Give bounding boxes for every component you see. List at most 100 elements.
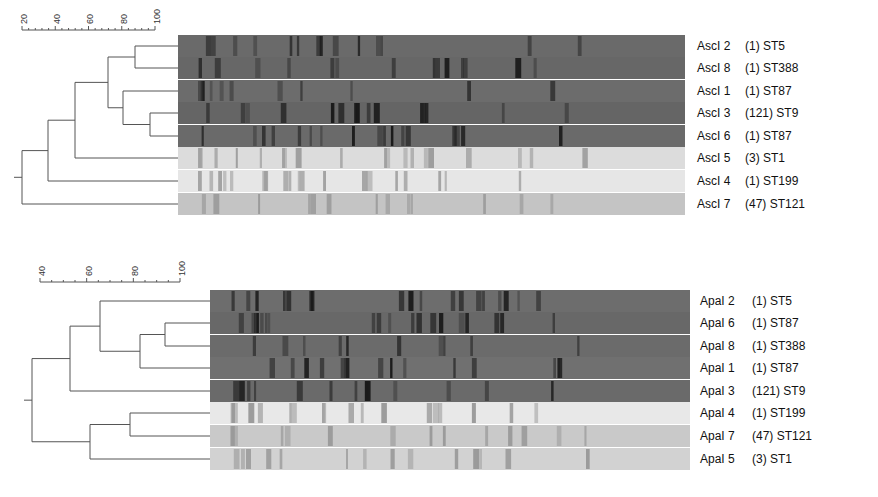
dna-band (565, 103, 569, 123)
scale-tick (110, 280, 111, 282)
dna-band (202, 194, 206, 214)
dna-band (218, 171, 222, 191)
dna-band (304, 358, 309, 378)
dna-band (404, 171, 408, 191)
dna-band (498, 291, 501, 311)
dna-band (577, 336, 579, 356)
dna-band (515, 58, 521, 78)
dna-band (395, 171, 398, 191)
dna-band (339, 336, 342, 356)
dendrogram-branch (32, 358, 70, 359)
dna-band (268, 313, 270, 333)
scale-tick (51, 280, 52, 282)
isolate-label: (121) ST9 (752, 384, 805, 398)
dna-band (247, 381, 250, 401)
dna-band (517, 291, 519, 311)
dendrogram-branch (123, 91, 178, 92)
scale-tick (61, 28, 62, 30)
dna-band (215, 148, 218, 168)
dna-band (285, 426, 291, 446)
dna-band (199, 58, 202, 78)
dna-band (310, 126, 312, 146)
dna-band (253, 336, 256, 356)
dna-band (362, 171, 368, 191)
dna-band (287, 58, 290, 78)
scale-tick (145, 280, 146, 282)
dna-band (198, 148, 202, 168)
isolate-label: (1) ST388 (752, 339, 805, 353)
dna-band (391, 126, 394, 146)
scale-label: 40 (50, 14, 64, 24)
dna-band (510, 403, 514, 423)
gel-lane (178, 57, 685, 79)
dna-band (392, 58, 396, 78)
dna-band (461, 126, 465, 146)
scale-tick (135, 28, 136, 30)
dna-band (519, 171, 521, 191)
dna-band (365, 381, 368, 401)
dna-band (202, 126, 204, 146)
dna-band (260, 313, 263, 333)
scale-tick (81, 28, 82, 30)
dna-band (406, 126, 411, 146)
dna-band (327, 194, 332, 214)
dna-band (438, 171, 441, 191)
dna-band (249, 403, 255, 423)
dna-band (365, 381, 371, 401)
dna-band (320, 358, 324, 378)
dna-band (407, 194, 410, 214)
scale-tick (128, 28, 129, 30)
dna-band (476, 291, 482, 311)
dna-band (408, 449, 413, 469)
dna-band (320, 126, 322, 146)
dna-band (378, 358, 383, 378)
dna-band (557, 358, 560, 378)
scale-tick (168, 280, 169, 282)
dna-band (254, 313, 259, 333)
dendrogram-branch (100, 301, 210, 302)
dna-band (322, 403, 326, 423)
dna-band (528, 36, 532, 56)
scale-label: 100 (175, 261, 189, 276)
gel-lane (178, 193, 685, 215)
gel-lane (210, 448, 690, 470)
dna-band (316, 36, 321, 56)
dendrogram-branch (100, 351, 140, 352)
dna-band (239, 313, 244, 333)
dna-band (255, 291, 258, 311)
dna-band (430, 426, 433, 446)
dendrogram-branch (108, 57, 135, 58)
dna-band (381, 403, 387, 423)
profile-label: ApaI 3 (700, 384, 735, 398)
dendrogram-branch (14, 177, 22, 178)
dna-band (435, 58, 440, 78)
profile-label: AscI 3 (697, 106, 730, 120)
dna-band (550, 194, 553, 214)
dendrogram-branch (75, 82, 108, 83)
gel-lane (210, 290, 690, 312)
dna-band (467, 81, 471, 101)
dna-band (439, 313, 443, 333)
dna-band (212, 36, 216, 56)
dna-band (361, 403, 364, 423)
isolate-label: (1) ST199 (752, 406, 805, 420)
dna-band (323, 171, 326, 191)
dna-band (198, 171, 202, 191)
dendrogram-branch (90, 424, 130, 425)
dna-band (470, 336, 473, 356)
dna-band (473, 449, 479, 469)
dna-band (234, 449, 240, 469)
dna-band (283, 336, 289, 356)
gel-lane (210, 357, 690, 379)
dna-band (253, 126, 257, 146)
dna-band (384, 126, 386, 146)
dna-band (356, 103, 360, 123)
scale-label: 60 (82, 266, 96, 276)
dna-band (213, 194, 219, 214)
scale-tick (180, 278, 181, 282)
dna-band (283, 171, 288, 191)
gel-lane (210, 380, 690, 402)
dna-band (236, 148, 238, 168)
dna-band (286, 291, 291, 311)
dna-band (393, 381, 397, 401)
